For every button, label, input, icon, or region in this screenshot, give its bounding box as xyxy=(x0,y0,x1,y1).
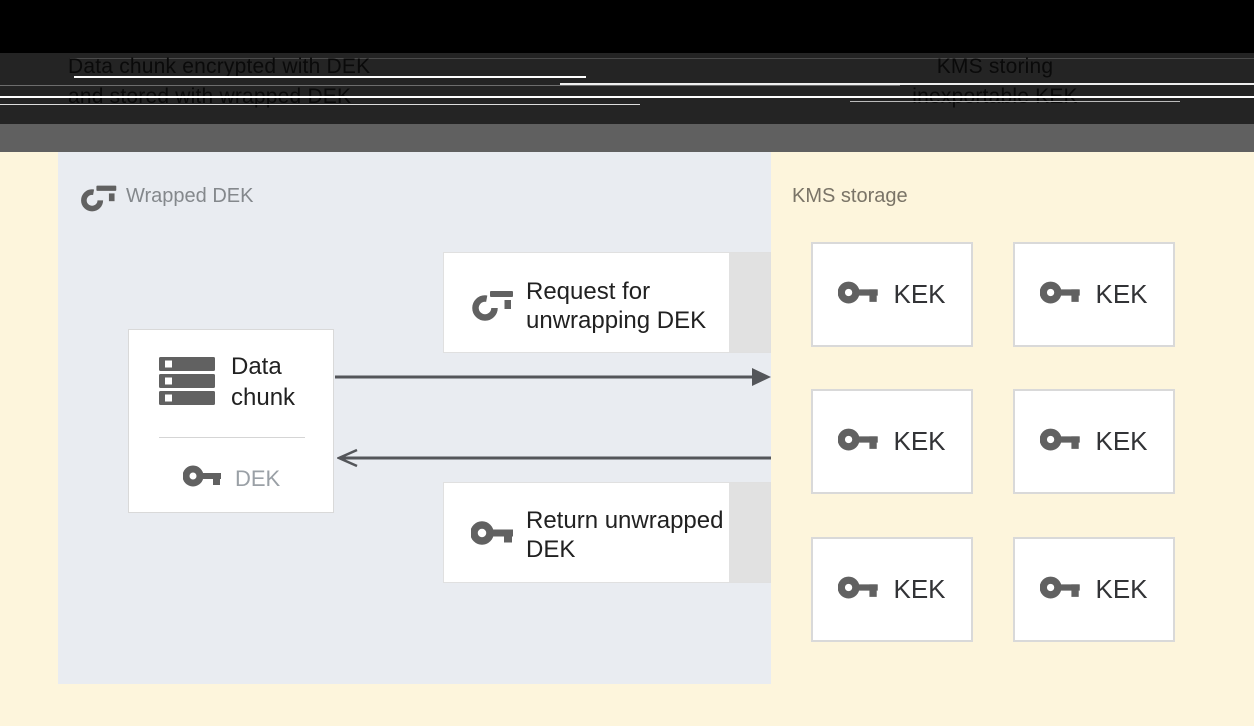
kek-label: KEK xyxy=(1095,426,1148,456)
key-icon xyxy=(1040,575,1082,605)
key-icon xyxy=(838,575,880,605)
kek-label: KEK xyxy=(893,426,946,456)
kek-box: KEK xyxy=(811,537,973,642)
data-chunk-box: Data chunk DEK xyxy=(128,329,334,513)
divider xyxy=(159,437,305,438)
kek-box: KEK xyxy=(1013,537,1175,642)
caption-kms-line2: inexportable KEK xyxy=(912,85,1078,108)
key-icon xyxy=(182,464,223,493)
kek-label: KEK xyxy=(1095,279,1148,309)
kek-box: KEK xyxy=(1013,242,1175,347)
wrapped-key-icon xyxy=(80,177,118,220)
note-strip xyxy=(729,483,770,582)
kek-label: KEK xyxy=(893,574,946,604)
key-icon xyxy=(1040,427,1082,457)
caption-data-chunk-line2: and stored with wrapped DEK xyxy=(68,85,352,108)
arrow-left-icon xyxy=(335,448,771,473)
request-unwrap-label: Request for unwrapping DEK xyxy=(526,278,707,334)
key-icon xyxy=(1040,280,1082,310)
kek-box: KEK xyxy=(1013,389,1175,494)
dek-label: DEK xyxy=(235,466,281,491)
note-strip xyxy=(729,253,770,352)
caption-data-chunk-line1: Data chunk encrypted with DEK xyxy=(68,55,371,78)
kek-box: KEK xyxy=(811,242,973,347)
kek-label: KEK xyxy=(1095,574,1148,604)
request-unwrap-box: Request for unwrapping DEK xyxy=(443,252,771,353)
return-unwrapped-label: Return unwrapped DEK xyxy=(526,507,724,563)
caption-data-chunk: Data chunk encrypted with DEK and stored… xyxy=(68,52,398,112)
key-icon xyxy=(838,427,880,457)
data-chunk-label: Data chunk xyxy=(231,353,296,411)
wrapped-dek-panel-title: Wrapped DEK xyxy=(126,185,254,207)
header-gray-bar xyxy=(0,124,1254,152)
kek-label: KEK xyxy=(893,279,946,309)
storage-icon xyxy=(159,356,215,411)
key-icon xyxy=(838,280,880,310)
header-dark-band xyxy=(0,53,1254,124)
kek-box: KEK xyxy=(811,389,973,494)
header-black-strip xyxy=(0,0,1254,53)
return-unwrapped-box: Return unwrapped DEK xyxy=(443,482,771,583)
arrow-right-icon xyxy=(335,367,771,392)
kms-storage-title: KMS storage xyxy=(792,185,908,207)
key-icon xyxy=(470,519,515,552)
caption-kms-line1: KMS storing xyxy=(936,55,1054,78)
caption-kms: KMS storing inexportable KEK xyxy=(880,52,1110,112)
wrapped-key-icon xyxy=(471,283,515,328)
